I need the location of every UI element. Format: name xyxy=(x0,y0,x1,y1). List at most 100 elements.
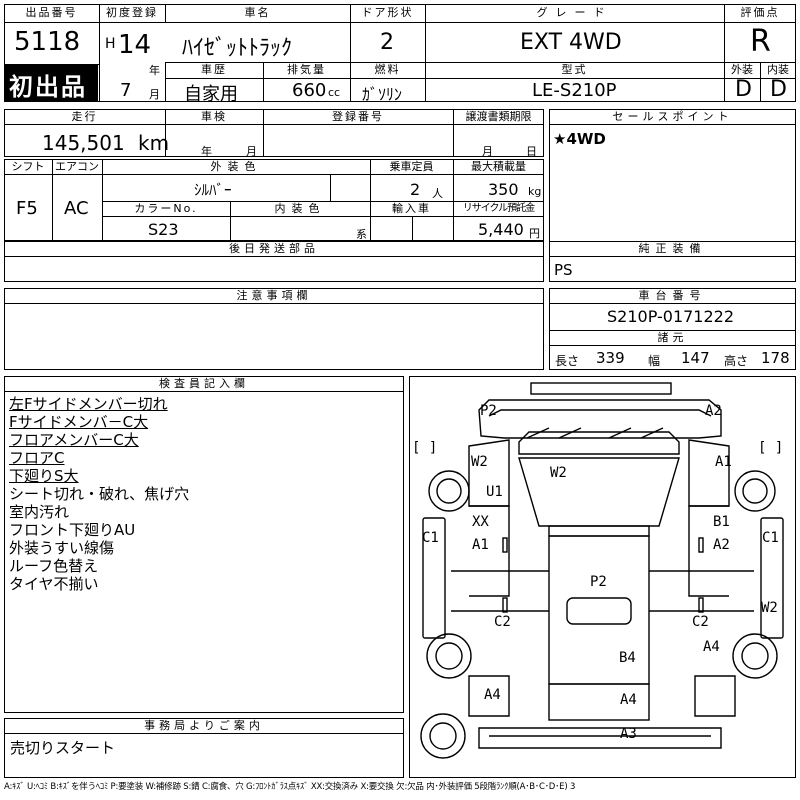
mileage: 145,501 xyxy=(42,131,125,155)
sales-point-panel xyxy=(549,109,796,242)
inspector-note: タイヤ不揃い xyxy=(9,575,99,593)
mark-left-a: A1 xyxy=(472,537,489,553)
inspector-note: Fサイドメンバ－C大 xyxy=(9,413,149,431)
office-label: 事務局よりご案内 xyxy=(144,719,264,732)
transfer-month-unit: 月 xyxy=(482,145,493,158)
legend-text: A:ｷｽﾞ U:ﾍｺﾐ B:ｷｽﾞを伴うﾍｺﾐ P:要塗装 W:補修跡 S:錆 … xyxy=(4,782,576,792)
capacity: 2 xyxy=(410,180,421,199)
model: LE-S210P xyxy=(532,80,617,101)
mark-left-rear: A4 xyxy=(484,687,501,703)
shift-label: シフト xyxy=(11,160,45,173)
recycle-unit: 円 xyxy=(529,227,540,240)
inspector-note: 外装うすい線傷 xyxy=(9,539,115,557)
interior-color-label: 内装色 xyxy=(274,202,326,215)
month-unit: 月 xyxy=(149,88,160,101)
ac: AC xyxy=(64,198,89,219)
lot-number: 5118 xyxy=(14,27,81,57)
mark-left-c: C1 xyxy=(422,530,439,546)
office-panel xyxy=(4,718,404,778)
inspection-month-unit: 月 xyxy=(246,145,257,158)
vehicle-diagram xyxy=(420,382,784,759)
header-panel xyxy=(4,4,796,102)
mark-tail-center: A4 xyxy=(620,692,637,708)
mark-front-left: P2 xyxy=(480,403,497,419)
sales-point: ★4WD xyxy=(553,130,606,148)
displacement-unit: cc xyxy=(328,86,341,99)
office-message: 売切りスタート xyxy=(10,739,116,757)
grade-label: グレード xyxy=(536,6,613,19)
mark-right-rear: A4 xyxy=(703,639,720,655)
inspection-year-unit: 年 xyxy=(201,145,212,158)
door-label: ドア形状 xyxy=(361,6,414,19)
caution-panel xyxy=(4,288,544,370)
color-no: S23 xyxy=(148,220,179,239)
history: 自家用 xyxy=(184,84,238,105)
recycle-label: リサイクル預託金 xyxy=(462,203,536,214)
mark-bracket-left: [ ] xyxy=(412,440,438,456)
specs-label: 諸元 xyxy=(657,331,688,344)
mark-wheel-fl: W2 xyxy=(471,454,488,470)
interior-color-unit: 系 xyxy=(356,228,367,241)
inspector-note: シート切れ・破れ、焦げ穴 xyxy=(9,485,190,503)
mark-cab-center: W2 xyxy=(550,465,567,481)
genuine-equipment: PS xyxy=(554,261,573,279)
inspector-note: フロアC xyxy=(9,449,65,467)
mark-bed-rear: B4 xyxy=(619,650,636,666)
era: H xyxy=(105,36,116,52)
chassis-label: 車台番号 xyxy=(638,289,707,302)
inspector-note: 下廻りS大 xyxy=(9,467,79,485)
inspector-note: 左Fサイドメンバー切れ xyxy=(9,395,168,413)
mark-left-u: U1 xyxy=(486,484,503,500)
inspector-note: 室内汚れ xyxy=(9,503,70,521)
mark-wheel-fr: A1 xyxy=(715,454,732,470)
reg-no-label: 登録番号 xyxy=(332,110,384,123)
length-label: 長さ xyxy=(555,354,580,368)
mileage-panel xyxy=(4,109,544,157)
score-label: 評価点 xyxy=(740,6,780,19)
mark-right-b: B1 xyxy=(713,514,730,530)
mark-right-w: W2 xyxy=(761,600,778,616)
chassis-panel xyxy=(549,288,796,370)
chassis-number: S210P-0171222 xyxy=(607,307,735,326)
genuine-equipment-label: 純正装備 xyxy=(638,242,707,255)
car-name-label: 車名 xyxy=(244,6,271,19)
inspection-label: 車検 xyxy=(201,110,227,123)
first-reg-month: 7 xyxy=(120,80,132,101)
mileage-unit: km xyxy=(138,131,170,155)
mark-bed-left: C2 xyxy=(494,614,511,630)
color-no-label: カラーNo. xyxy=(134,202,198,215)
genuine-equipment-panel xyxy=(549,241,796,282)
mark-right-a: A2 xyxy=(713,537,730,553)
sales-point-label: セールスポイント xyxy=(612,110,733,123)
car-name: ﾊｲｾﾞｯﾄﾄﾗｯｸ xyxy=(182,36,293,61)
length: 339 xyxy=(596,349,625,367)
later-parts-label: 後日発送部品 xyxy=(229,242,319,255)
history-label: 車歴 xyxy=(201,63,227,76)
exterior-score: D xyxy=(735,77,752,102)
inspector-note: フロント下廻りAU xyxy=(9,521,136,539)
width: 147 xyxy=(681,349,710,367)
max-load-label: 最大積載量 xyxy=(471,160,526,173)
displacement-label: 排気量 xyxy=(287,63,326,76)
first-reg-year: 14 xyxy=(118,30,152,60)
fuel-label: 燃料 xyxy=(374,63,401,76)
first-listing-badge xyxy=(5,65,98,101)
height-label: 高さ xyxy=(724,354,749,368)
inspector-note: ルーフ色替え xyxy=(9,557,99,575)
lot-label: 出品番号 xyxy=(25,6,78,19)
mark-bed-center: P2 xyxy=(590,574,607,590)
model-label: 型式 xyxy=(561,63,588,76)
max-load-unit: kg xyxy=(528,185,542,198)
recycle-fee: 5,440 xyxy=(478,220,524,239)
first-reg-label: 初度登録 xyxy=(106,6,158,19)
mark-bracket-right: [ ] xyxy=(758,440,784,456)
mileage-label: 走行 xyxy=(71,110,98,123)
displacement: 660 xyxy=(292,80,327,101)
specs-panel xyxy=(4,159,544,241)
mark-left-xx: XX xyxy=(472,514,489,530)
doors: 2 xyxy=(380,30,394,55)
height: 178 xyxy=(761,349,790,367)
import-label: 輸入車 xyxy=(392,202,431,215)
mark-bumper: A3 xyxy=(620,726,637,742)
width-label: 幅 xyxy=(648,354,661,368)
